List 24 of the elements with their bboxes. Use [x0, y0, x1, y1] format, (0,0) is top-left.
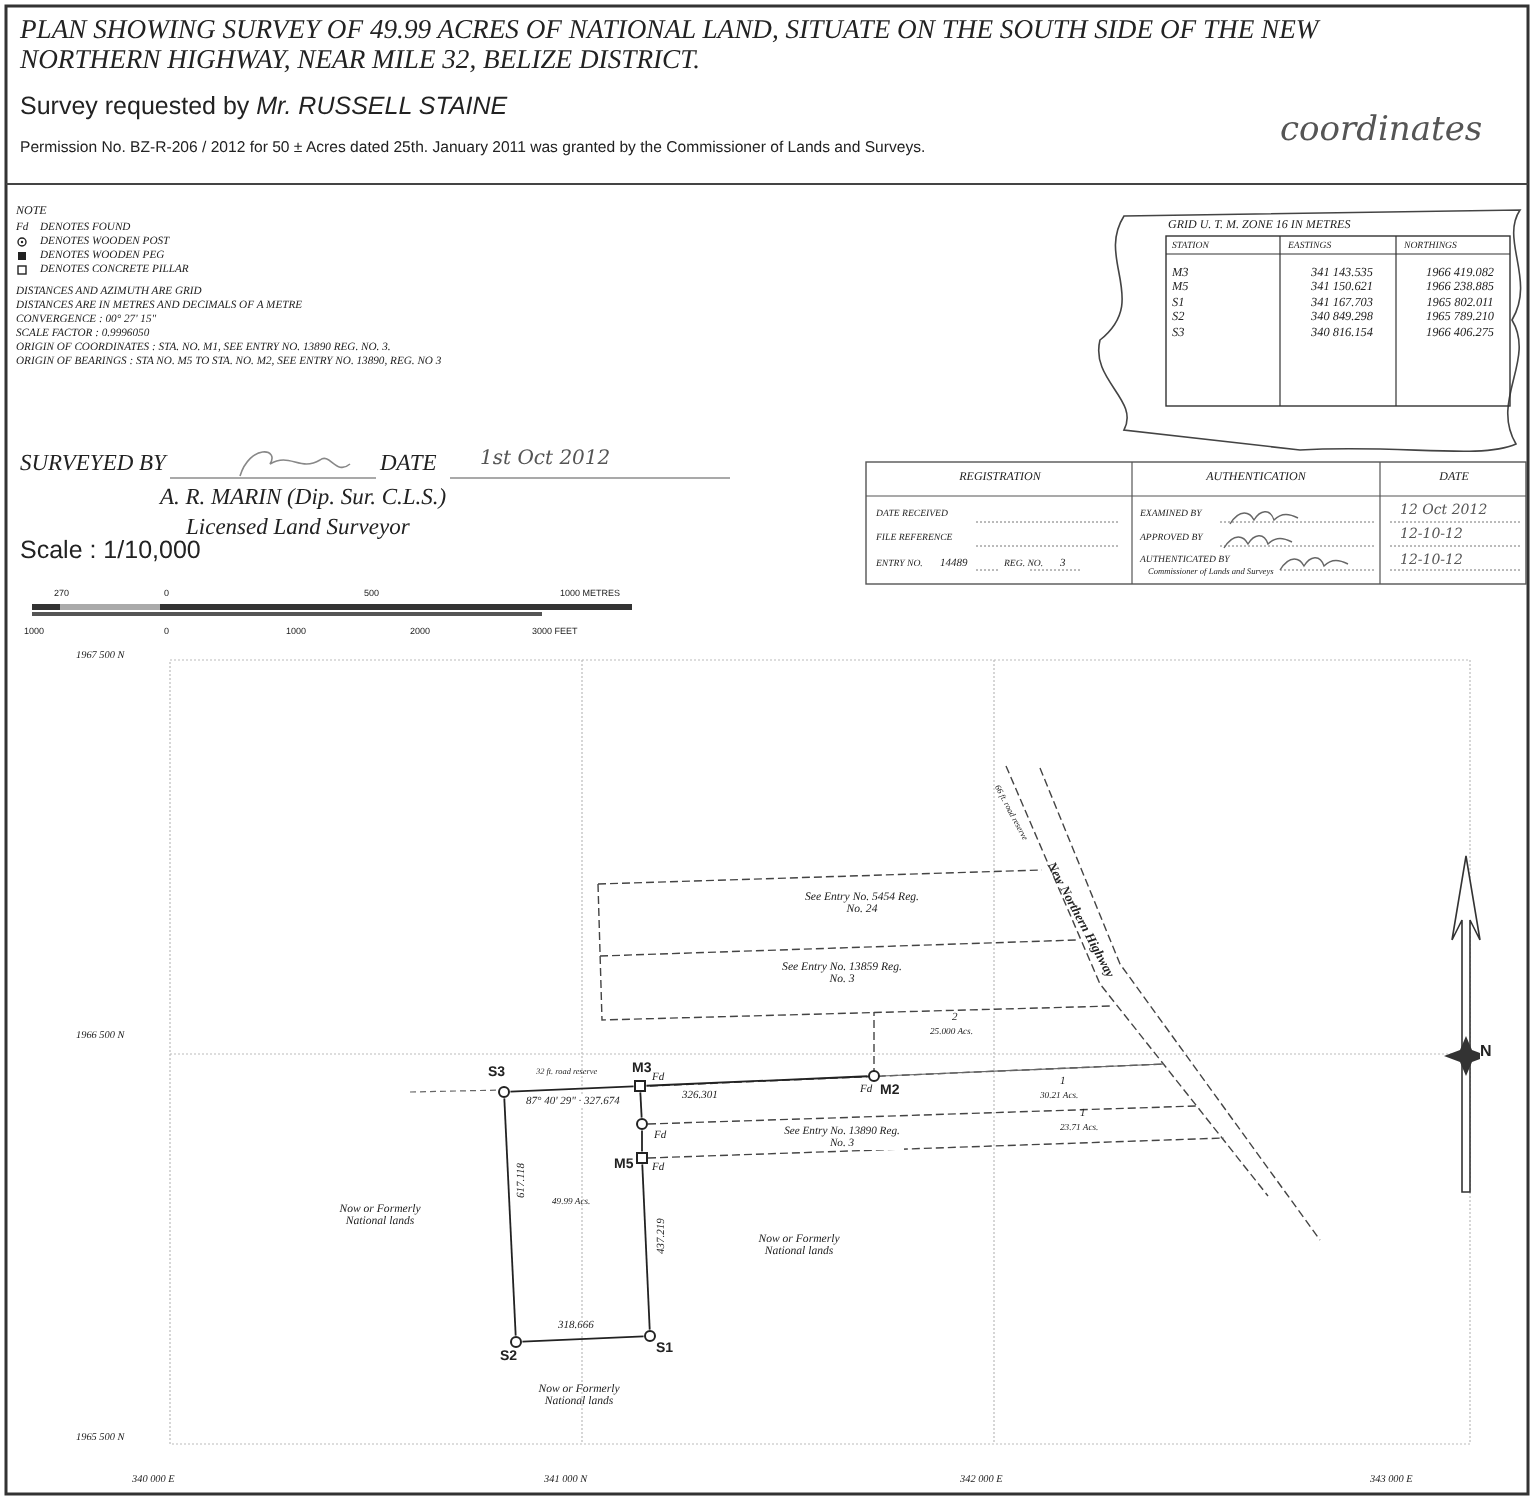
station-marker — [643, 1329, 657, 1343]
scale-text: Scale : 1/10,000 — [20, 536, 201, 564]
station-marker — [867, 1069, 881, 1083]
boundary-line — [503, 1097, 517, 1337]
surveyor-name: A. R. MARIN (Dip. Sur. C.L.S.) — [160, 486, 447, 512]
north-letter: N — [1480, 1044, 1492, 1062]
survey-request-line: Survey requested by Mr. RUSSELL STAINE — [20, 92, 508, 120]
boundary-line — [641, 1163, 651, 1331]
concrete-pillar-marker — [633, 1079, 647, 1093]
station-marker — [509, 1335, 523, 1349]
station-marker — [635, 1117, 649, 1131]
boundary-line — [641, 1129, 643, 1153]
handwritten-note: coordinates — [1280, 112, 1483, 151]
boundary-line — [645, 1075, 869, 1087]
boundary-line — [639, 1091, 643, 1119]
boundary-line — [509, 1085, 635, 1093]
plan-title: PLAN SHOWING SURVEY OF 49.99 ACRES OF NATIONAL LAND, SITUATE ON THE SOUTH SIDE OF THE NEW NORTHERN HIGHWAY, NEAR MILE 32, BELIZE DISTRICT. — [20, 14, 1323, 75]
handwritten-date: 1st Oct 2012 — [480, 448, 611, 471]
boundary-line — [521, 1335, 645, 1343]
surveyor-title: Licensed Land Surveyor — [186, 516, 410, 540]
field-label: DATE — [380, 452, 437, 478]
concrete-pillar-marker — [635, 1151, 649, 1165]
station-marker — [497, 1085, 511, 1099]
field-label: SURVEYED BY — [20, 452, 166, 478]
